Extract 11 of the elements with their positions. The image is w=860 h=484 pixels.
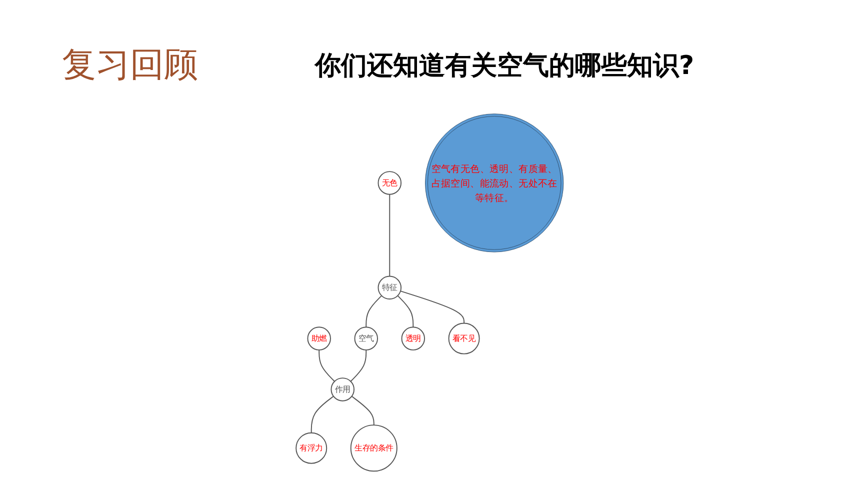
- connector: [366, 295, 382, 328]
- node-circle: 空气有无色、透明、有质量、占据空间、能流动、无处不在等特征。: [425, 114, 564, 252]
- question-heading: 你们还知道有关空气的哪些知识?: [315, 50, 694, 83]
- connector: [400, 290, 465, 324]
- slide-title: 复习回顾: [62, 44, 198, 87]
- connector: [311, 396, 334, 434]
- connector: [397, 295, 414, 328]
- connector: [318, 349, 336, 382]
- connector: [352, 396, 375, 426]
- connector: [350, 349, 367, 382]
- connector: [389, 194, 390, 277]
